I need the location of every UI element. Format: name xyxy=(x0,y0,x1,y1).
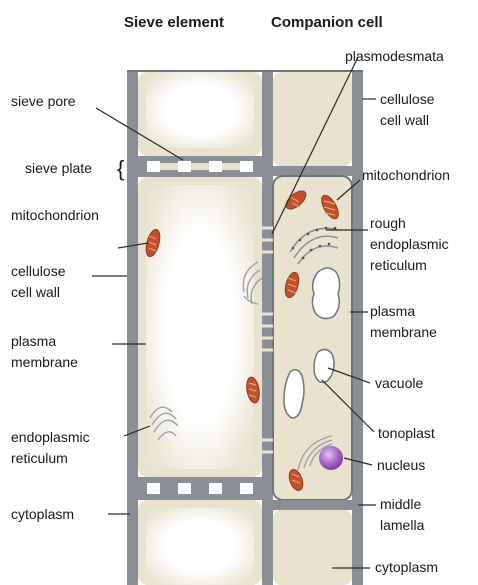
label-mitochondrion-left: mitochondrion xyxy=(11,207,99,223)
sieve-element-chambers xyxy=(138,72,262,585)
label-sieve-plate: sieve plate xyxy=(25,160,92,176)
label-plasma-left-2: membrane xyxy=(11,354,78,370)
sieve-pore xyxy=(240,483,253,494)
vacuole-middle xyxy=(314,349,334,382)
label-er-left-2: reticulum xyxy=(11,450,68,466)
label-plasmodesmata: plasmodesmata xyxy=(345,48,444,64)
label-cellulose-left-2: cell wall xyxy=(11,284,60,300)
nucleus xyxy=(319,446,343,470)
label-nucleus: nucleus xyxy=(377,457,425,473)
label-rough-er-3: reticulum xyxy=(370,257,427,273)
sieve-pore xyxy=(178,483,191,494)
label-cellulose-left-1: cellulose xyxy=(11,263,66,279)
lower-companion-cell xyxy=(273,510,352,585)
label-middle-lamella-1: middle xyxy=(380,496,421,512)
companion-cell-header: Companion cell xyxy=(271,14,383,31)
sieve-element-header: Sieve element xyxy=(124,14,224,31)
label-rough-er-1: rough xyxy=(370,215,406,231)
companion-cells xyxy=(273,72,352,585)
companion-cell-right-wall xyxy=(352,70,363,585)
sieve-pore xyxy=(178,161,191,172)
label-plasma-right-1: plasma xyxy=(370,303,415,319)
label-plasma-left-1: plasma xyxy=(11,333,56,349)
label-cellulose-right-2: cell wall xyxy=(380,112,429,128)
upper-sieve-lumen xyxy=(146,72,254,148)
main-sieve-lumen xyxy=(146,185,254,469)
sieve-pore xyxy=(209,483,222,494)
label-er-left-1: endoplasmic xyxy=(11,429,90,445)
label-cytoplasm-left: cytoplasm xyxy=(11,506,74,522)
sieve-pore xyxy=(147,483,160,494)
sieve-pore xyxy=(147,161,160,172)
label-vacuole: vacuole xyxy=(375,375,423,391)
label-middle-lamella-2: lamella xyxy=(380,517,425,533)
companion-cell-top-wall xyxy=(273,166,352,176)
sieve-pore xyxy=(240,161,253,172)
lower-sieve-lumen xyxy=(146,508,254,585)
label-plasma-right-2: membrane xyxy=(370,324,437,340)
sieve-element-left-wall xyxy=(127,70,138,585)
sieve-plate-brace: { xyxy=(117,156,124,181)
companion-cell-bottom-wall xyxy=(273,500,352,510)
top-wall-edge xyxy=(127,70,363,72)
label-sieve-pore: sieve pore xyxy=(11,93,76,109)
label-cytoplasm-right: cytoplasm xyxy=(375,559,438,575)
label-cellulose-right-1: cellulose xyxy=(380,91,435,107)
sieve-pore xyxy=(209,161,222,172)
vacuole-upper xyxy=(312,268,339,319)
label-tonoplast: tonoplast xyxy=(378,425,435,441)
label-mitochondrion-right: mitochondrion xyxy=(362,167,450,183)
label-rough-er-2: endoplasmic xyxy=(370,236,449,252)
